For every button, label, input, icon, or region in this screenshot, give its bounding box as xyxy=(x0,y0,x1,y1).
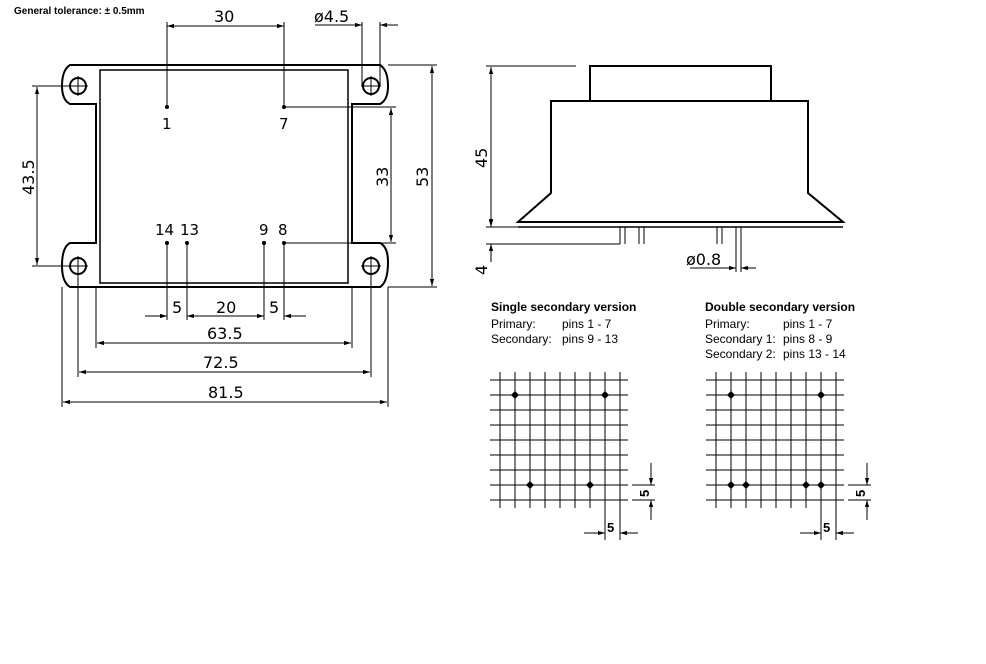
pin-label-7: 7 xyxy=(279,115,289,133)
pin-label-9: 9 xyxy=(259,221,269,239)
double-secondary1-value: pins 8 - 9 xyxy=(783,332,833,346)
pin-marker xyxy=(511,391,519,399)
dim-30: 30 xyxy=(214,7,234,26)
double-primary-label: Primary: xyxy=(705,317,750,331)
dim-pin-diameter: ø0.8 xyxy=(686,250,721,269)
double-pin-grid xyxy=(706,372,871,540)
single-grid-dim-h: 5 xyxy=(607,520,614,535)
side-view xyxy=(515,65,846,244)
single-grid-dim-v: 5 xyxy=(637,490,652,497)
front-view xyxy=(60,64,390,288)
double-title: Double secondary version xyxy=(705,300,855,314)
pin-label-8: 8 xyxy=(278,221,288,239)
side-dimension-lines xyxy=(486,65,756,272)
double-secondary1-label: Secondary 1: xyxy=(705,332,776,346)
dim-5-right: 5 xyxy=(269,298,279,317)
pin-marker xyxy=(601,391,609,399)
dim-81-5: 81.5 xyxy=(208,383,244,402)
double-grid-dim-v: 5 xyxy=(853,490,868,497)
pin-marker xyxy=(802,481,810,489)
single-primary-value: pins 1 - 7 xyxy=(562,317,612,331)
double-secondary2-value: pins 13 - 14 xyxy=(783,347,846,361)
pin-marker xyxy=(727,391,735,399)
mounting-holes xyxy=(68,76,381,276)
pin-label-13: 13 xyxy=(180,221,199,239)
single-pin-grid xyxy=(490,372,655,540)
dim-45: 45 xyxy=(472,148,491,168)
flange-outline xyxy=(60,64,390,288)
pin-marker xyxy=(817,391,825,399)
single-secondary-label: Secondary: xyxy=(491,332,552,346)
single-primary-label: Primary: xyxy=(491,317,536,331)
pin-marker xyxy=(727,481,735,489)
pin-marker xyxy=(742,481,750,489)
dim-53: 53 xyxy=(413,167,432,187)
single-secondary-value: pins 9 - 13 xyxy=(562,332,618,346)
pin-label-14: 14 xyxy=(155,221,174,239)
dim-33: 33 xyxy=(373,167,392,187)
body-outline xyxy=(99,69,349,284)
dim-43-5: 43.5 xyxy=(19,159,38,195)
double-primary-value: pins 1 - 7 xyxy=(783,317,833,331)
dim-63-5: 63.5 xyxy=(207,324,243,343)
dim-72-5: 72.5 xyxy=(203,353,239,372)
pin-marker xyxy=(817,481,825,489)
dim-4: 4 xyxy=(472,265,491,275)
double-grid-dim-h: 5 xyxy=(823,520,830,535)
double-secondary2-label: Secondary 2: xyxy=(705,347,776,361)
pin-marker xyxy=(526,481,534,489)
tolerance-note: General tolerance: ± 0.5mm xyxy=(14,6,145,17)
single-title: Single secondary version xyxy=(491,300,636,314)
front-dimension-lines xyxy=(32,22,437,407)
pin-marker xyxy=(586,481,594,489)
dim-5-left: 5 xyxy=(172,298,182,317)
pin-label-1: 1 xyxy=(162,115,172,133)
dim-20: 20 xyxy=(216,298,236,317)
dim-hole-diameter: ø4.5 xyxy=(314,7,349,26)
